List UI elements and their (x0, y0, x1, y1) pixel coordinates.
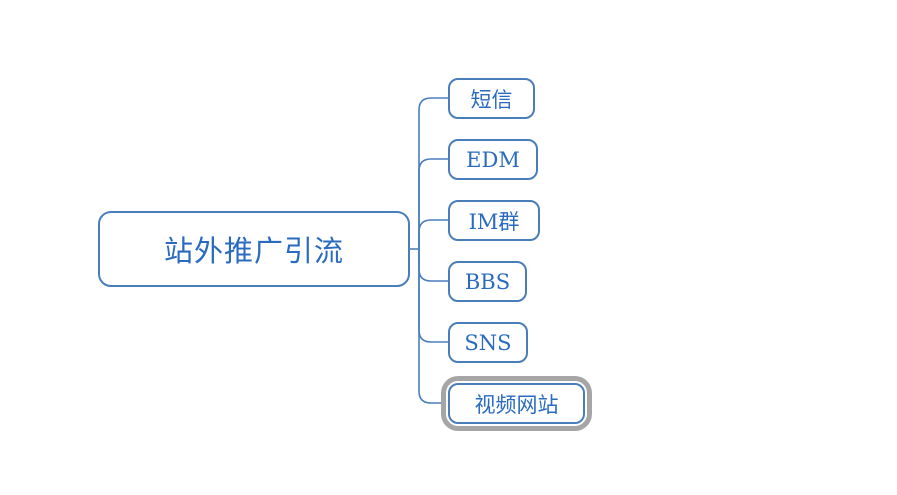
child-node-label: 视频网站 (474, 392, 559, 417)
connector-branch-6 (418, 249, 441, 404)
connector-branch-1 (418, 97, 448, 249)
child-node-sns[interactable]: SNS (448, 322, 528, 363)
child-node-sms[interactable]: 短信 (448, 78, 535, 119)
connector-branch-2 (418, 158, 448, 249)
child-node-label: BBS (464, 269, 511, 294)
connector-branch-3 (418, 219, 448, 249)
child-node-label: IM群 (468, 209, 520, 234)
child-node-edm[interactable]: EDM (448, 139, 538, 180)
child-node-bbs[interactable]: BBS (448, 261, 527, 302)
child-node-video-site-selected[interactable]: 视频网站 (448, 383, 585, 424)
connector-branch-5 (418, 249, 448, 343)
child-node-im-group[interactable]: IM群 (448, 200, 540, 241)
child-node-label: SNS (464, 330, 512, 355)
root-node[interactable]: 站外推广引流 (98, 211, 410, 287)
root-node-label: 站外推广引流 (163, 234, 344, 268)
child-node-label: EDM (466, 147, 520, 172)
connector-branch-4 (418, 249, 448, 282)
child-node-label: 短信 (470, 87, 513, 112)
